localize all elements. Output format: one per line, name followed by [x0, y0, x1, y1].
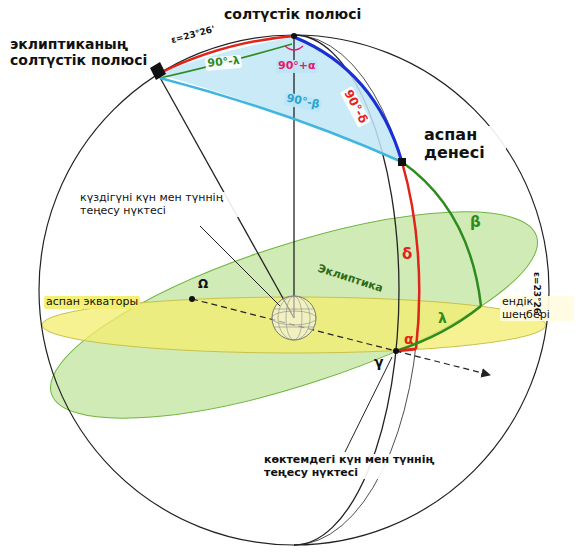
equinox-symbol: γ [372, 354, 386, 370]
angle-label: ε=23°26' [532, 270, 542, 319]
spherical-triangle [158, 37, 402, 162]
globe-parallel [274, 327, 314, 328]
longitude-arc [396, 306, 481, 351]
globe-meridian [286, 296, 302, 340]
earth-globe [272, 296, 316, 340]
arc-label: 90°+α [276, 60, 318, 73]
coordinate-symbol: β [468, 214, 483, 231]
globe-parallel [274, 309, 314, 310]
point-label: көктемдегі күн мен түннің теңесу нүктесі [262, 454, 441, 479]
coordinate-symbol: λ [436, 310, 449, 326]
point-label: күздігүні күн мен түннің теңесу нүктесі [78, 192, 247, 217]
plane-label: аспан экваторы [44, 296, 140, 309]
lambda-complement-arc [160, 44, 292, 78]
angle-label: ε=23°26' [168, 23, 218, 46]
right-ascension-arc [396, 349, 416, 351]
globe-meridian [278, 296, 310, 340]
equator-plane [42, 297, 546, 353]
sphere-outline [39, 35, 549, 545]
vernal-equinox-point [393, 348, 399, 354]
polar-axis [293, 37, 294, 318]
north-pole-mark [291, 33, 297, 39]
globe-outline [272, 296, 316, 340]
ecliptic-pole-mark [150, 62, 166, 80]
pole-angle-arc [285, 46, 303, 50]
equinox-symbol: Ω [196, 278, 210, 292]
pole-label: эклиптиканың солтүстік полюсі [8, 36, 152, 68]
coordinate-symbol: α [402, 331, 416, 347]
latitude-arc [402, 162, 481, 306]
body-label: аспан денесі [422, 126, 506, 163]
equinox-line [192, 299, 490, 375]
celestial-body-dot [398, 158, 406, 166]
autumn-equinox-point [189, 296, 195, 302]
pole-label: солтүстік полюсі [222, 6, 376, 22]
coordinate-symbol: δ [400, 246, 414, 263]
leader-line [200, 226, 280, 306]
leader-line [345, 357, 392, 452]
